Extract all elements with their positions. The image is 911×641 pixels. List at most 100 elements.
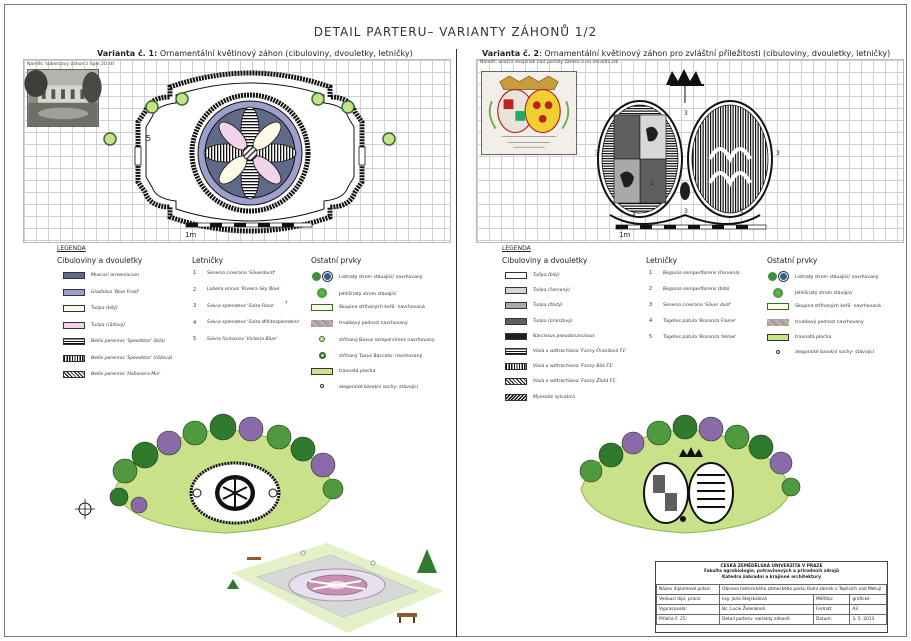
- legend-label: Tulipa (žlutý): [533, 303, 563, 309]
- variant1-perspective-view: [75, 413, 344, 534]
- legend-note: †: [285, 301, 288, 306]
- legend-label: alegorické barokní sochy- stávající: [795, 350, 875, 355]
- legend-item: Bellis perennis 'Habanera Mix': [63, 371, 160, 378]
- variant1-3d-render: [227, 543, 443, 633]
- legend-number: 3: [193, 303, 197, 309]
- svg-text:3: 3: [776, 150, 780, 157]
- variant2-scale-label: 1m: [619, 231, 631, 239]
- legend-swatch: [505, 363, 527, 371]
- legend-item: Muscari armeniacum: [63, 272, 139, 279]
- tree-icon: [266, 424, 292, 450]
- legend-item: Myosotis sylvatica: [505, 393, 575, 401]
- perennial-icon: [767, 318, 789, 326]
- legend-swatch: [505, 393, 527, 401]
- legend-label: Jehličnatý strom stávající: [795, 291, 853, 296]
- legend-item: trvalkový podrost navrhovaný: [767, 318, 864, 326]
- legend-swatch: [505, 332, 527, 340]
- legend-label: Narcissus pseudonarcissus: [533, 333, 595, 339]
- legend-item: Bellis perennis 'Speedstar' (růžová): [63, 354, 173, 362]
- legend-label: Tulipa (růžový): [91, 322, 126, 328]
- tree-icon: [621, 431, 645, 455]
- variant2-title: Varianta č. 2: Ornamentální květinový zá…: [482, 49, 891, 58]
- title-block-cell: Název diplomové práce:: [655, 584, 721, 595]
- title-block-cell: Bc. Lucie Želenková: [719, 604, 814, 615]
- legend-item: Tulipa (bílý): [505, 272, 560, 279]
- conifer-icon: [767, 287, 789, 300]
- tree-icon: [724, 424, 750, 450]
- legend-item: Jehličnatý strom stávající: [311, 288, 397, 300]
- legend-label: Gladiolus 'Blue Frost': [91, 289, 140, 295]
- tree-icon: [672, 414, 698, 440]
- legend-label: Lobelia erinus 'Riviera Sky Blue': [207, 287, 281, 292]
- legend-label: Tulipa (červený): [533, 288, 570, 294]
- legend-item: Tulipa (žlutý): [505, 302, 563, 310]
- tree-icon: [767, 272, 789, 283]
- title-block-table: Název diplomové práce:Obnova historickéh…: [655, 584, 887, 625]
- legend-item: Bellis perennis 'Speedstar' (bílá): [63, 338, 165, 345]
- tree-icon: [646, 420, 672, 446]
- sheet-divider: [456, 49, 457, 637]
- tree-icon: [598, 442, 624, 468]
- legend-label: Muscari armeniacum: [91, 273, 140, 278]
- svg-text:1: 1: [632, 210, 636, 217]
- legend-item: Viola x wittrochiana 'Fancy Oranžová F1': [505, 348, 627, 355]
- legend-swatch: [63, 272, 85, 279]
- legend-item: alegorické barokní sochy- stávající: [767, 349, 875, 356]
- legend-item: travnatá plocha: [767, 334, 831, 341]
- tree-icon: [238, 416, 264, 442]
- variant2-reference-photo: [481, 71, 577, 155]
- bottom-ribbon: [609, 213, 761, 225]
- legend-label: Skupina stříhaných keřů- navrhovaná: [795, 304, 881, 309]
- legend-label: trvalkový podrost navrhovaný: [795, 319, 864, 325]
- legend-label: Viola x wittrochiana 'Fancy Bílá F1': [533, 364, 614, 370]
- legend-label: alegorické barokní sochy- stávající: [339, 384, 419, 390]
- legend-item: Skupina stříhaných keřů- navrhovaná: [767, 303, 881, 310]
- legend-item: Tulipa (oranžový): [505, 317, 573, 325]
- legend-label: Salvia splendens 'Salsa Whitesplendens': [207, 320, 301, 325]
- legend-swatch: [505, 378, 527, 386]
- legend-label: stříhaný Buxus sempervirens navrhovaný: [339, 337, 435, 343]
- legend-label: Bellis perennis 'Speedstar' (růžová): [91, 355, 173, 361]
- legend-number: 1: [193, 270, 197, 276]
- lawn-icon: [767, 334, 789, 341]
- legend-swatch: [505, 317, 527, 325]
- title-block-cell: Obnova historického zámeckého parku Doln…: [719, 584, 887, 595]
- legend1-col2-title: Letničky: [192, 256, 224, 265]
- legend-label: Viola x wittrochiana 'Fancy Oranžová F1': [533, 349, 627, 354]
- legend1-col1-title: Cibuloviny a dvouletky: [57, 256, 143, 265]
- tree-icon: [131, 441, 159, 469]
- statue-icon: [311, 384, 333, 390]
- perennial-icon: [311, 320, 333, 327]
- legend-number: 1: [649, 270, 653, 276]
- legend2-col3-title: Ostatní prvky: [767, 256, 818, 265]
- legend-item: Tulipa (bílý): [63, 305, 118, 312]
- title-block-cell: Příloha č. 25:: [655, 614, 721, 625]
- variant1-title: Varianta č. 1: Ornamentální květinový zá…: [97, 49, 413, 58]
- legend-label: Tagetes patula 'Bonanza Yellow': [663, 334, 737, 340]
- tree-icon: [322, 478, 344, 500]
- legend-label: Tulipa (bílý): [91, 306, 118, 311]
- legend2-col2-title: Letničky: [646, 256, 678, 265]
- legend-label: Listnatý strom stávající/ navrhovaný: [339, 275, 423, 280]
- tree-icon: [698, 416, 724, 442]
- sheet-title: DETAIL PARTERU– VARIANTY ZÁHONŮ 1/2: [313, 25, 598, 39]
- lawn-icon: [311, 368, 333, 375]
- legend-swatch: [505, 348, 527, 355]
- legend-label: Tagetes patula 'Bonanza Flame': [663, 318, 737, 324]
- legend-label: Skupina stříhaných keřů- navrhovaná: [339, 305, 425, 310]
- tree-icon: [156, 430, 182, 456]
- side-panel-right: [358, 146, 366, 166]
- legend-label: Viola x wittrochiana 'Fancy Žlutá F1': [533, 379, 617, 385]
- legend-item: stříhaný Taxus Baccata- navrhovaný: [311, 352, 422, 361]
- tree-icon: [209, 413, 237, 441]
- title-block-cell: Vedoucí dipl. práce:: [655, 594, 721, 605]
- title-block-cell: Vypracovala:: [655, 604, 721, 615]
- legend-number: 5: [193, 336, 197, 342]
- legend-label: Tulipa (bílý): [533, 273, 560, 278]
